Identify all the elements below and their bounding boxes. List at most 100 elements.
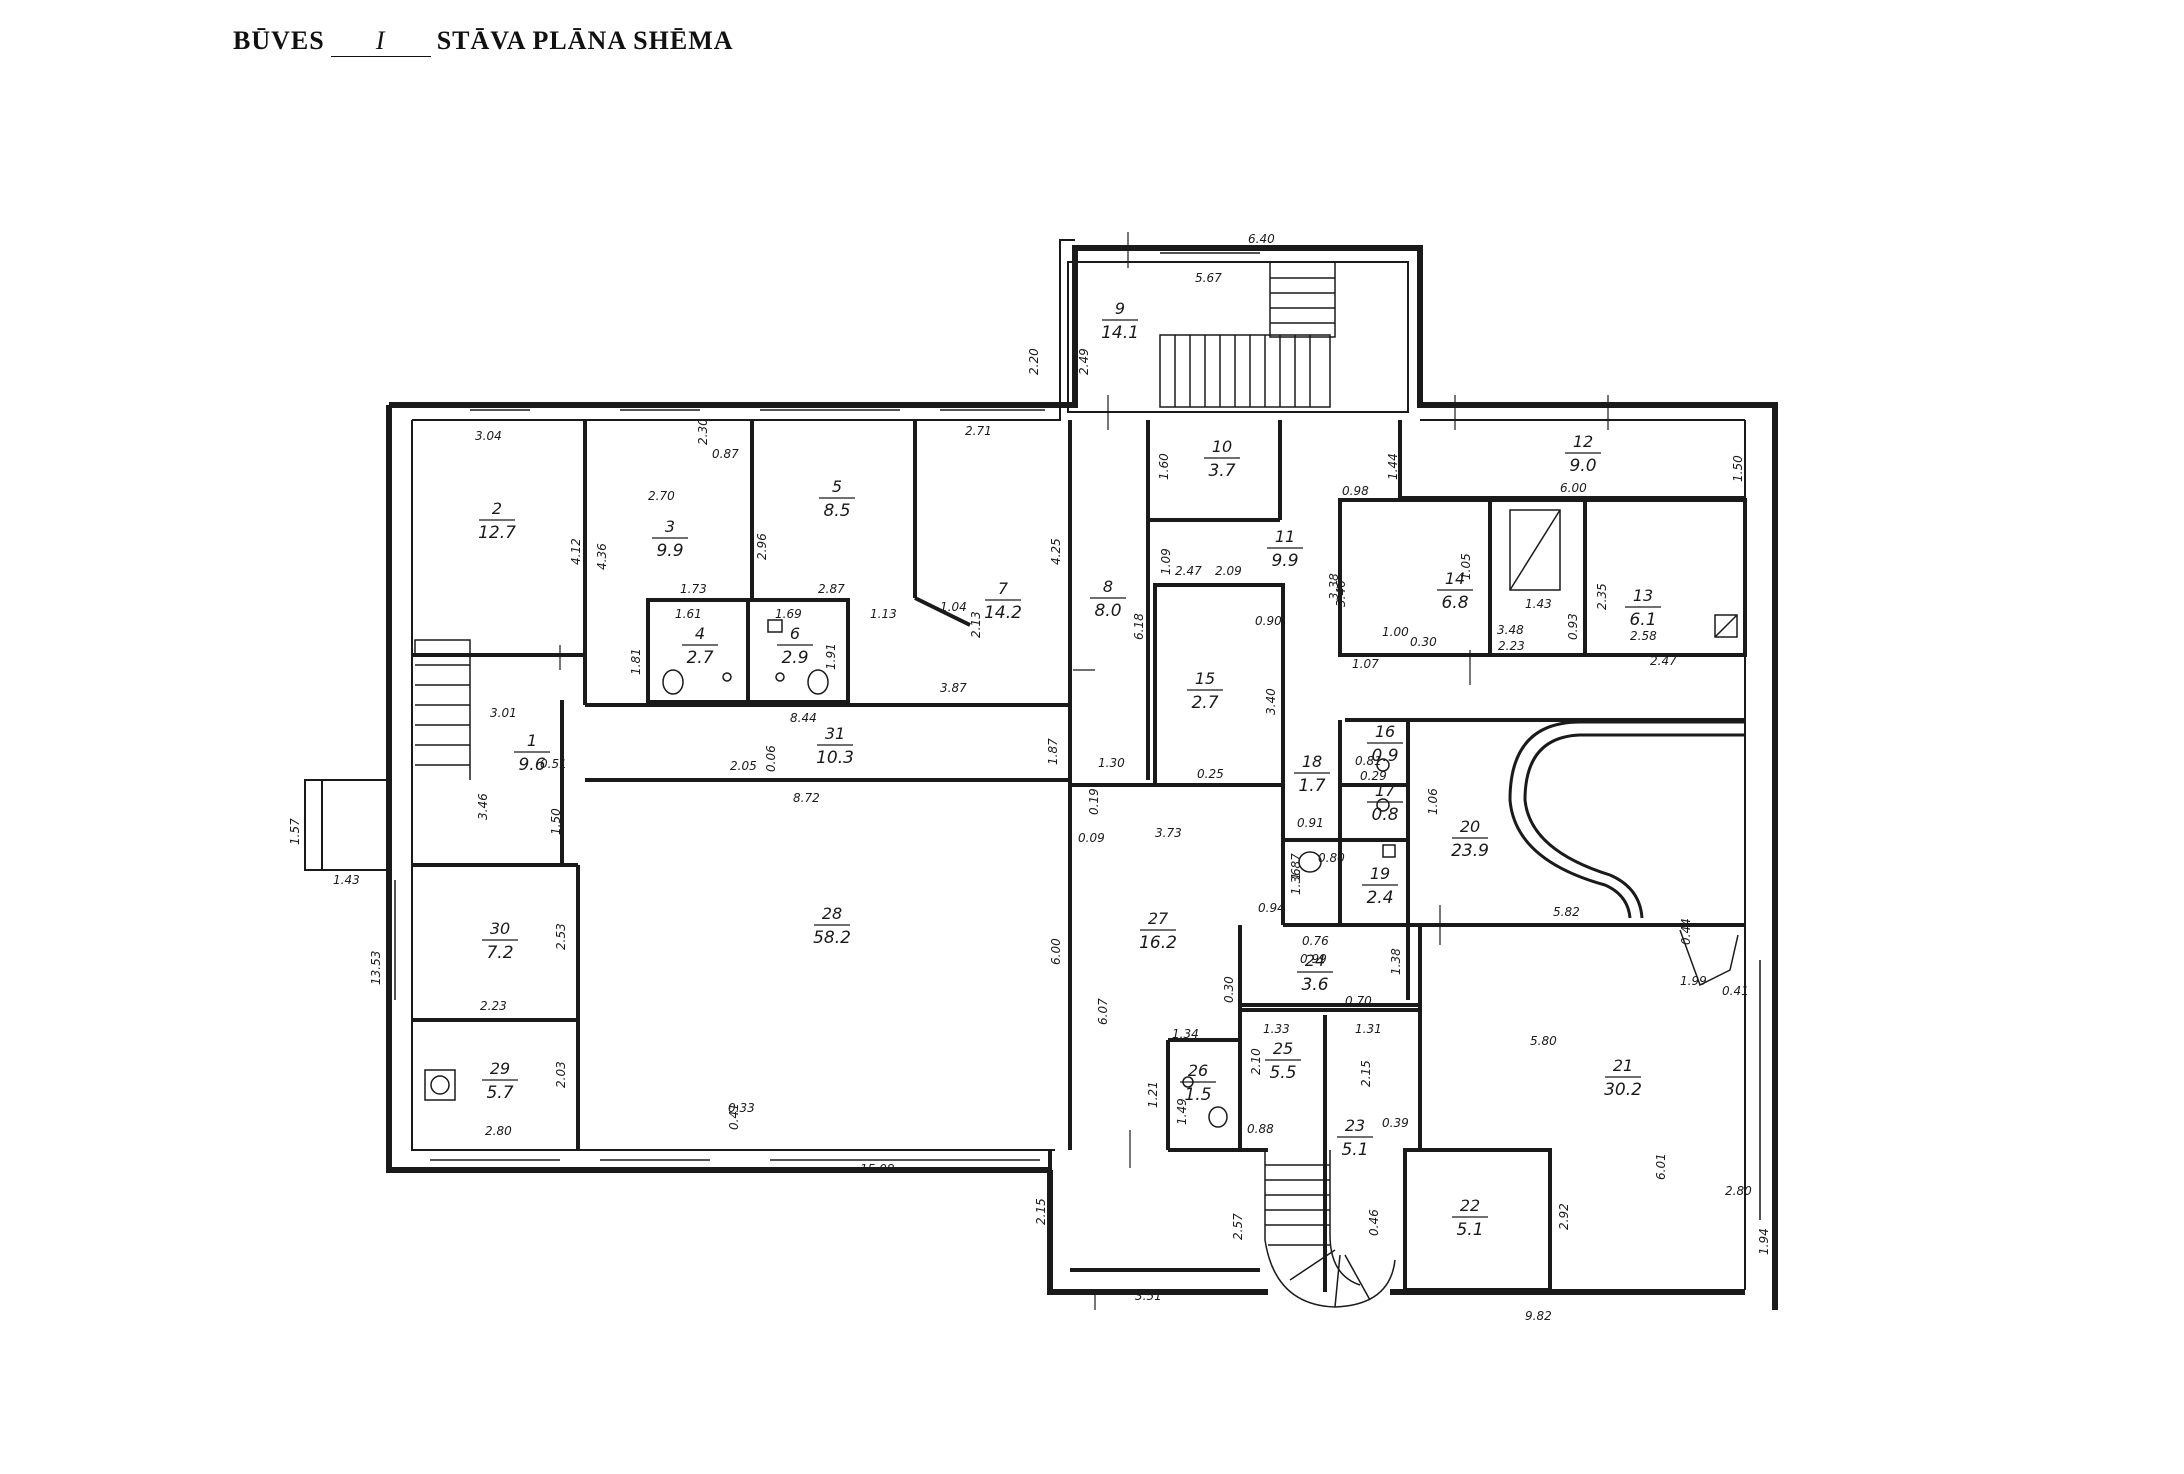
dimension-label: 0.06 bbox=[764, 745, 778, 772]
dimension-labels: 6.40 5.67 2.49 2.20 3.04 2.30 0.87 2.71 … bbox=[288, 232, 1771, 1323]
dimension-label: 0.81 bbox=[1355, 754, 1382, 768]
dimension-label: 0.41 bbox=[727, 1103, 741, 1130]
room-area: 5.1 bbox=[1456, 1220, 1483, 1240]
room-number: 12 bbox=[1573, 432, 1593, 451]
room-number: 11 bbox=[1275, 527, 1295, 546]
room-label: 25 5.5 bbox=[1265, 1039, 1301, 1083]
room-area: 9.9 bbox=[1271, 551, 1298, 571]
dimension-label: 0.93 bbox=[1566, 613, 1580, 640]
room-area: 1.7 bbox=[1298, 776, 1325, 796]
dimension-label: 0.51 bbox=[540, 757, 567, 771]
room-area: 6.8 bbox=[1441, 593, 1468, 613]
room-area: 16.2 bbox=[1139, 933, 1177, 953]
dimension-label: 5.82 bbox=[1553, 905, 1580, 919]
room-label: 11 9.9 bbox=[1267, 527, 1303, 571]
dimension-label: 0.98 bbox=[1342, 484, 1369, 498]
room-number: 26 bbox=[1188, 1061, 1208, 1080]
dimension-label: 3.46 bbox=[1334, 580, 1348, 607]
room-number: 25 bbox=[1273, 1039, 1293, 1058]
room-area: 14.2 bbox=[984, 603, 1022, 623]
dimension-label: 1.57 bbox=[288, 818, 302, 845]
room-area: 12.7 bbox=[478, 523, 516, 543]
room-label: 27 16.2 bbox=[1139, 909, 1177, 953]
dimension-label: 2.53 bbox=[554, 923, 568, 950]
dimension-label: 6.07 bbox=[1096, 998, 1110, 1025]
dimension-label: 2.20 bbox=[1027, 348, 1041, 375]
dimension-label: 3.04 bbox=[475, 429, 502, 443]
inner-wall-lines bbox=[304, 239, 1746, 1290]
dimension-label: 2.57 bbox=[1231, 1213, 1245, 1240]
dimension-label: 2.15 bbox=[1034, 1198, 1048, 1225]
stairs-top bbox=[1159, 261, 1336, 408]
room-area: 3.7 bbox=[1208, 461, 1235, 481]
room-labels: 1 9.6 2 12.7 3 9.9 4 2.7 5 8.5 6 2.9 bbox=[478, 299, 1661, 1240]
dimension-ticks bbox=[559, 232, 1609, 1310]
room-area: 8.5 bbox=[823, 501, 850, 521]
room-number: 27 bbox=[1148, 909, 1169, 928]
dimension-label: 0.33 bbox=[728, 1101, 755, 1115]
dimension-label: 2.92 bbox=[1557, 1203, 1571, 1230]
curved-wall bbox=[1508, 720, 1745, 919]
room-area: 8.0 bbox=[1094, 601, 1121, 621]
dimension-label: 2.09 bbox=[1215, 564, 1242, 578]
dimension-label: 3.87 bbox=[940, 681, 967, 695]
dimension-label: 2.70 bbox=[648, 489, 675, 503]
dimension-label: 0.19 bbox=[1087, 788, 1101, 815]
dimension-label: 2.23 bbox=[480, 999, 507, 1013]
room-number: 2 bbox=[492, 499, 502, 518]
floor-number-field: I bbox=[330, 26, 431, 57]
dimension-label: 1.94 bbox=[1757, 1228, 1771, 1255]
room-label: 1 9.6 bbox=[514, 731, 550, 775]
room-area: 58.2 bbox=[813, 928, 851, 948]
room-number: 17 bbox=[1375, 781, 1396, 800]
dimension-label: 3.46 bbox=[476, 793, 490, 820]
dimension-label: 0.91 bbox=[1297, 816, 1324, 830]
room-label: 15 2.7 bbox=[1187, 669, 1223, 713]
title-suffix: STĀVA PLĀNA SHĒMA bbox=[436, 26, 734, 55]
room-label: 2 12.7 bbox=[478, 499, 516, 543]
dimension-label: 1.87 bbox=[1289, 853, 1303, 880]
room-area: 9.6 bbox=[518, 755, 545, 775]
room-label: 9 14.1 bbox=[1101, 299, 1139, 343]
dimension-label: 1.69 bbox=[775, 607, 802, 621]
dimension-label: 2.47 bbox=[1650, 654, 1677, 668]
dimension-label: 1.81 bbox=[629, 648, 643, 675]
dimension-label: 15.08 bbox=[860, 1162, 895, 1176]
dimension-label: 0.80 bbox=[1318, 851, 1345, 865]
dimension-label: 1.38 bbox=[1389, 948, 1403, 975]
room-area: 9.9 bbox=[656, 541, 683, 561]
dimension-label: 0.99 bbox=[1300, 952, 1327, 966]
dimension-label: 3.73 bbox=[1155, 826, 1182, 840]
room-area: 5.1 bbox=[1341, 1140, 1368, 1160]
dimension-label: 4.36 bbox=[595, 543, 609, 570]
dimension-label: 0.30 bbox=[1222, 976, 1236, 1003]
room-area: 14.1 bbox=[1101, 323, 1139, 343]
dimension-label: 8.44 bbox=[790, 711, 817, 725]
room-number: 24 bbox=[1305, 951, 1325, 970]
dimension-label: 1.33 bbox=[1263, 1022, 1290, 1036]
dimension-label: 2.03 bbox=[554, 1061, 568, 1088]
room-label: 28 58.2 bbox=[813, 904, 851, 948]
dimension-label: 0.30 bbox=[1410, 635, 1437, 649]
room-number: 22 bbox=[1460, 1196, 1480, 1215]
dimension-label: 0.39 bbox=[1382, 1116, 1409, 1130]
dimension-label: 1.13 bbox=[870, 607, 897, 621]
dimension-label: 8.72 bbox=[793, 791, 820, 805]
dimension-label: 1.04 bbox=[940, 600, 967, 614]
stairs-spiral bbox=[1264, 1150, 1396, 1308]
dimension-label: 1.00 bbox=[1382, 625, 1409, 639]
dimension-label: 2.47 bbox=[1175, 564, 1202, 578]
dimension-label: 2.30 bbox=[696, 418, 710, 445]
dimension-label: 0.46 bbox=[1367, 1209, 1381, 1236]
dimension-label: 5.80 bbox=[1530, 1034, 1557, 1048]
room-label: 3 9.9 bbox=[652, 517, 688, 561]
room-number: 15 bbox=[1195, 669, 1215, 688]
dimension-label: 2.10 bbox=[1249, 1048, 1263, 1075]
stairs-left bbox=[414, 639, 471, 780]
dimension-label: 0.09 bbox=[1078, 831, 1105, 845]
room-label: 6 2.9 bbox=[777, 624, 813, 668]
dimension-label: 5.67 bbox=[1195, 271, 1222, 285]
dimension-label: 1.60 bbox=[1157, 453, 1171, 480]
room-number: 6 bbox=[790, 624, 800, 643]
